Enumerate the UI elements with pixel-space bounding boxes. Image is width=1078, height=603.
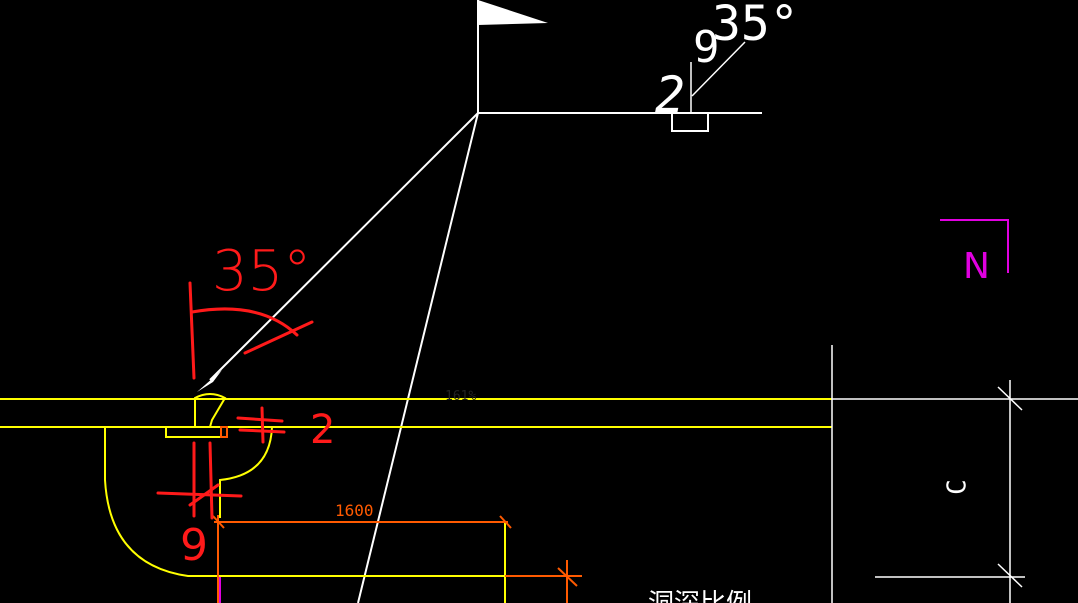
bottom-text: 洞深比例 (648, 589, 752, 603)
north-label: N (963, 246, 990, 287)
sight-line (209, 112, 479, 381)
reference-box (671, 112, 709, 132)
leader-line (691, 41, 746, 97)
handwriting-digit: 9 (180, 520, 208, 571)
sight-line (357, 112, 479, 603)
wall-lines (0, 393, 832, 603)
annotation-angle: 35° (712, 0, 799, 52)
arrowhead-icon (197, 370, 222, 392)
dimension-label: 1600 (335, 501, 374, 520)
north-icon (940, 219, 1009, 273)
axis-label: C (943, 479, 973, 495)
faint-label: 161% (445, 389, 476, 404)
dimension-lines (212, 426, 582, 603)
flag-icon (477, 0, 548, 113)
grid-lines (831, 345, 1078, 603)
handwriting-digit: 2 (310, 407, 335, 453)
annotation-digit: 9 (693, 22, 720, 73)
handwriting-angle: 35° (212, 239, 311, 304)
handwriting-marks (156, 281, 314, 520)
annotation-digit: 2 (655, 66, 685, 124)
